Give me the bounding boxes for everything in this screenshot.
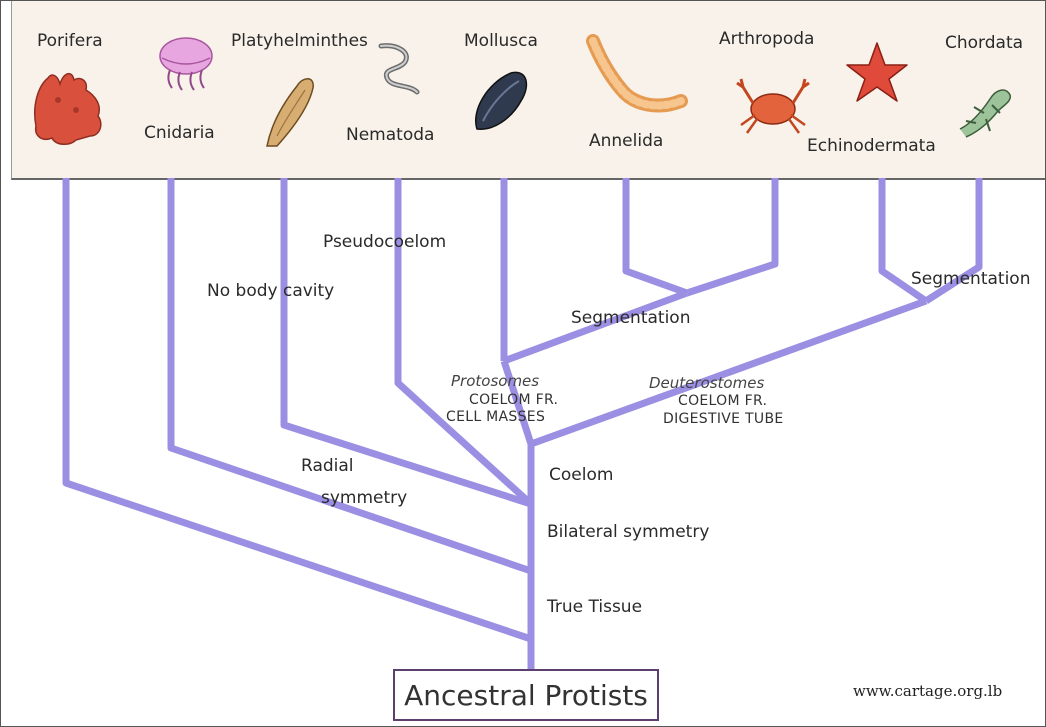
trait-no-body-cavity: No body cavity xyxy=(207,281,334,301)
group-protostomes-line2: CELL MASSES xyxy=(446,409,545,425)
root-ancestral-protists: Ancestral Protists xyxy=(393,669,659,721)
trait-radial-symmetry-line1: Radial xyxy=(301,456,354,476)
trait-radial-symmetry-line2: symmetry xyxy=(321,488,407,508)
trait-true-tissue: True Tissue xyxy=(547,597,642,617)
trait-segmentation-protostome: Segmentation xyxy=(571,308,690,328)
trait-coelom: Coelom xyxy=(549,465,613,485)
trait-segmentation-deuterostome: Segmentation xyxy=(911,269,1030,289)
branch-arthropoda xyxy=(687,178,775,293)
group-deuterostomes-line2: DIGESTIVE TUBE xyxy=(663,411,784,427)
group-protostomes-title: Protosomes xyxy=(451,373,539,389)
branch-nematoda xyxy=(398,178,531,504)
root-label: Ancestral Protists xyxy=(404,679,648,712)
trait-bilateral-symmetry: Bilateral symmetry xyxy=(547,522,709,542)
source-watermark: www.cartage.org.lb xyxy=(853,682,1002,700)
trait-pseudocoelom: Pseudocoelom xyxy=(323,232,446,252)
group-protostomes-line1: COELOM FR. xyxy=(469,392,558,408)
group-deuterostomes-title: Deuterostomes xyxy=(649,375,764,391)
group-deuterostomes-line1: COELOM FR. xyxy=(678,393,767,409)
branch-annelida xyxy=(626,178,687,293)
